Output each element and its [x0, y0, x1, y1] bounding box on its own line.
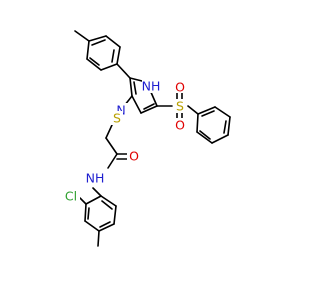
- bond: [187, 105, 199, 115]
- bond: [98, 223, 115, 232]
- bond: [116, 46, 121, 65]
- bond: [105, 35, 121, 48]
- thioether-s-label: S: [113, 111, 121, 126]
- bond: [100, 63, 118, 71]
- bond: [105, 137, 118, 155]
- bond: [97, 230, 100, 247]
- bond: [89, 57, 100, 66]
- bond: [113, 205, 117, 225]
- bond: [201, 110, 215, 117]
- bond: [140, 105, 158, 114]
- bond: [88, 35, 107, 42]
- bond: [211, 134, 229, 144]
- bond: [116, 63, 131, 79]
- sulfonyl-s-label: S: [176, 99, 184, 114]
- bond: [84, 203, 87, 222]
- bond: [133, 81, 137, 95]
- bond: [86, 40, 90, 60]
- bond: [197, 106, 216, 115]
- chloro-label: Cl: [65, 189, 77, 204]
- bond: [100, 195, 117, 207]
- bond: [92, 187, 102, 197]
- bond: [199, 130, 211, 140]
- nh-imidazole-label: NH: [142, 79, 161, 94]
- bond: [107, 153, 118, 169]
- amide-nh-label: NH: [86, 171, 105, 186]
- bond: [84, 220, 100, 232]
- bond: [105, 124, 113, 139]
- bond: [129, 77, 133, 97]
- bond: [214, 106, 231, 118]
- bond: [196, 131, 213, 144]
- molecule-structure-diagram: NH N S S O O O NH Cl: [62, 30, 231, 247]
- bond: [111, 49, 115, 63]
- n-imidazole-label: N: [116, 103, 125, 118]
- bond: [99, 221, 111, 228]
- bond: [85, 195, 102, 205]
- carbonyl-o-label: O: [129, 149, 139, 164]
- bond: [223, 120, 227, 134]
- sulfonyl-o-bottom-label: O: [175, 118, 185, 133]
- atom-labels: NH N S S O O O NH Cl: [62, 78, 186, 204]
- bond: [143, 103, 155, 110]
- bond: [87, 207, 90, 220]
- sulfonyl-o-top-label: O: [175, 80, 185, 95]
- bond: [74, 30, 90, 42]
- bond: [227, 116, 231, 136]
- bond: [86, 58, 102, 71]
- bond: [131, 95, 142, 114]
- bond-layer: [74, 30, 231, 247]
- bond: [79, 197, 87, 205]
- bond: [91, 39, 106, 46]
- bond: [101, 200, 113, 210]
- bond: [196, 113, 199, 133]
